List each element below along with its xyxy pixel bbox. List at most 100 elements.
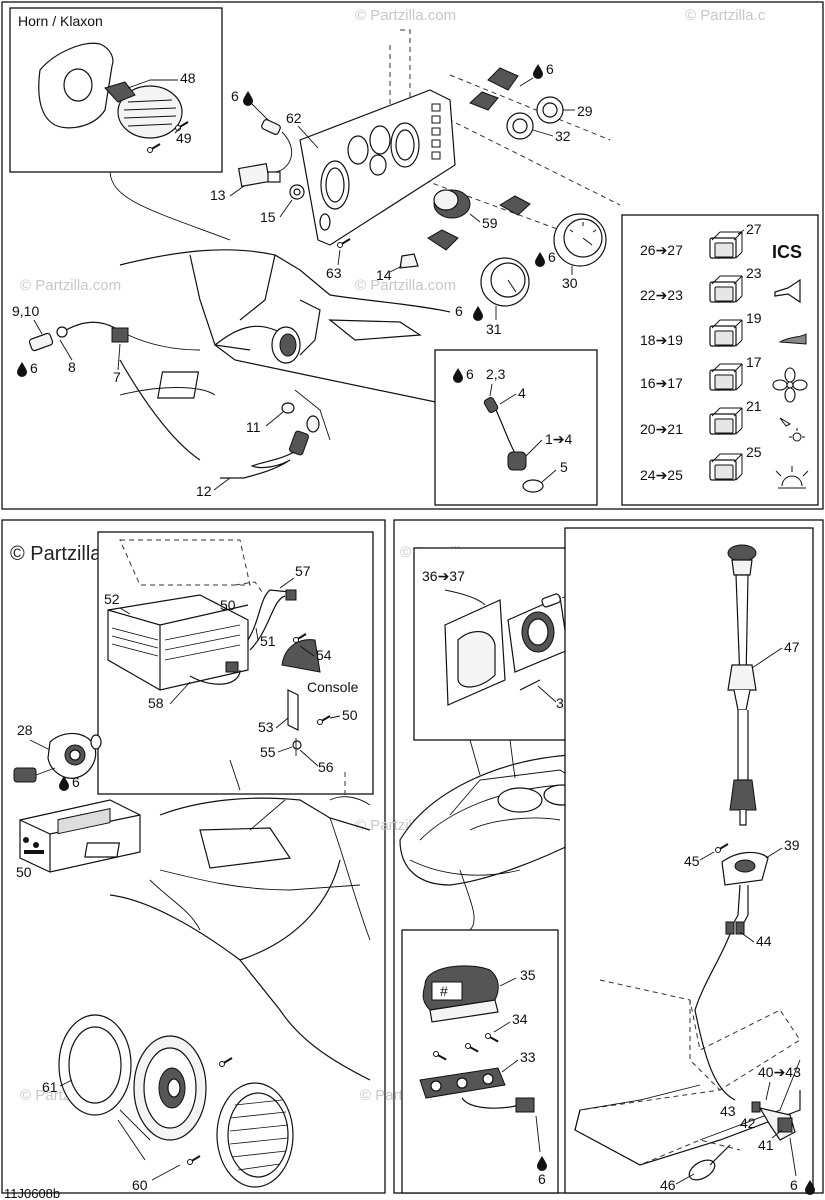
svg-text:39: 39	[784, 837, 800, 853]
svg-text:55: 55	[260, 744, 276, 760]
svg-text:© Partzilla.com: © Partzilla.com	[355, 7, 456, 24]
horn-inset: Horn / Klaxon 48 49	[9, 7, 231, 241]
svg-text:46: 46	[660, 1177, 676, 1193]
bilge-icon	[778, 333, 807, 345]
fan-icon	[772, 367, 808, 403]
svg-text:57: 57	[295, 563, 311, 579]
svg-text:5: 5	[560, 459, 568, 475]
switch-bilge: 18➔19 19	[640, 310, 807, 348]
svg-text:8: 8	[68, 359, 76, 375]
svg-text:4: 4	[518, 385, 526, 401]
svg-text:22➔23: 22➔23	[640, 287, 683, 303]
svg-text:50: 50	[342, 707, 358, 723]
svg-text:50: 50	[16, 864, 32, 880]
switch-blower: 16➔17 17	[640, 354, 808, 403]
drawing-code: 11J0608b	[4, 1186, 60, 1200]
svg-text:6: 6	[455, 303, 463, 319]
horn-title: Horn / Klaxon	[18, 13, 103, 29]
horn-icon	[774, 278, 801, 304]
ignition-cable: 9,10 8 7 6	[12, 303, 201, 385]
svg-text:58: 58	[148, 695, 164, 711]
svg-text:6: 6	[30, 360, 38, 376]
safety-lanyard: 11 12	[196, 402, 320, 499]
svg-text:29: 29	[577, 103, 593, 119]
svg-text:45: 45	[684, 853, 700, 869]
svg-text:17: 17	[746, 354, 762, 370]
svg-text:6: 6	[466, 366, 474, 382]
svg-text:36➔37: 36➔37	[422, 568, 465, 584]
console-label: Console	[307, 679, 359, 695]
svg-text:60: 60	[132, 1177, 148, 1193]
radio-section: © Partzilla.com 52 50 57 51 58	[4, 531, 374, 1200]
svg-text:23: 23	[746, 265, 762, 281]
nav-light-icon	[779, 417, 805, 442]
svg-text:6: 6	[72, 774, 80, 790]
svg-text:6: 6	[231, 88, 239, 104]
svg-text:11: 11	[246, 419, 261, 435]
svg-text:1➔4: 1➔4	[545, 431, 573, 447]
svg-text:9,10: 9,10	[12, 303, 39, 319]
hull-sketch-top	[119, 249, 451, 461]
switch-courtesy-light: 24➔25 25	[640, 444, 809, 489]
svg-text:56: 56	[318, 759, 334, 775]
svg-text:31: 31	[486, 321, 502, 337]
svg-text:#: #	[440, 983, 448, 999]
svg-text:50: 50	[220, 597, 236, 613]
switch-horn: 22➔23 23	[640, 265, 801, 304]
svg-text:26➔27: 26➔27	[640, 242, 683, 258]
svg-text:6: 6	[538, 1171, 546, 1187]
svg-text:2,3: 2,3	[486, 366, 506, 382]
ics-symbol: ICS	[772, 242, 802, 262]
svg-text:48: 48	[180, 70, 196, 86]
svg-text:34: 34	[512, 1011, 528, 1027]
svg-text:© Partzilla.c: © Partzilla.c	[685, 7, 766, 24]
svg-text:6: 6	[548, 249, 556, 265]
svg-text:16➔17: 16➔17	[640, 375, 683, 391]
svg-text:24➔25: 24➔25	[640, 467, 683, 483]
svg-text:30: 30	[562, 275, 578, 291]
svg-text:49: 49	[176, 130, 192, 146]
svg-text:14: 14	[376, 267, 392, 283]
svg-text:© Partzilla.com: © Partzilla.com	[355, 277, 456, 294]
switch-panel-frame	[621, 214, 819, 506]
svg-text:44: 44	[756, 933, 772, 949]
switch-ics: 26➔27 27 ICS	[640, 221, 802, 262]
svg-text:7: 7	[113, 369, 121, 385]
svg-text:6: 6	[790, 1177, 798, 1193]
svg-text:15: 15	[260, 209, 276, 225]
svg-text:42: 42	[740, 1115, 756, 1131]
svg-text:53: 53	[258, 719, 274, 735]
svg-text:20➔21: 20➔21	[640, 421, 683, 437]
svg-text:59: 59	[482, 215, 498, 231]
svg-text:63: 63	[326, 265, 342, 281]
svg-text:27: 27	[746, 221, 762, 237]
svg-text:© Partzilla.com: © Partzilla.com	[20, 277, 121, 294]
svg-text:41: 41	[758, 1137, 774, 1153]
svg-text:47: 47	[784, 639, 800, 655]
svg-text:25: 25	[746, 444, 762, 460]
svg-text:12: 12	[196, 483, 212, 499]
svg-text:33: 33	[520, 1049, 536, 1065]
svg-text:21: 21	[746, 398, 762, 414]
svg-text:19: 19	[746, 310, 762, 326]
svg-text:52: 52	[104, 591, 120, 607]
svg-text:13: 13	[210, 187, 226, 203]
svg-text:61: 61	[42, 1079, 58, 1095]
svg-text:35: 35	[520, 967, 536, 983]
svg-text:51: 51	[260, 633, 276, 649]
switch-panel: 26➔27 27 ICS 22➔23 23 18➔19 19 16➔17 17	[621, 214, 819, 506]
svg-text:18➔19: 18➔19	[640, 332, 683, 348]
lights-section: 36➔37 37 6 38 # 35	[399, 527, 815, 1195]
svg-text:40➔43: 40➔43	[758, 1064, 801, 1080]
svg-text:6: 6	[546, 61, 554, 77]
svg-text:62: 62	[286, 110, 302, 126]
svg-text:32: 32	[555, 128, 571, 144]
svg-text:54: 54	[316, 647, 332, 663]
switch-nav-light: 20➔21 21	[640, 398, 805, 442]
button-inset: 6 2,3 4 1➔4 5	[434, 349, 598, 506]
dash-panel-group: 62 29 32 6 59	[210, 29, 621, 337]
mast-light-inset-frame	[564, 527, 814, 1194]
svg-text:28: 28	[17, 722, 33, 738]
courtesy-light-icon	[775, 466, 809, 489]
